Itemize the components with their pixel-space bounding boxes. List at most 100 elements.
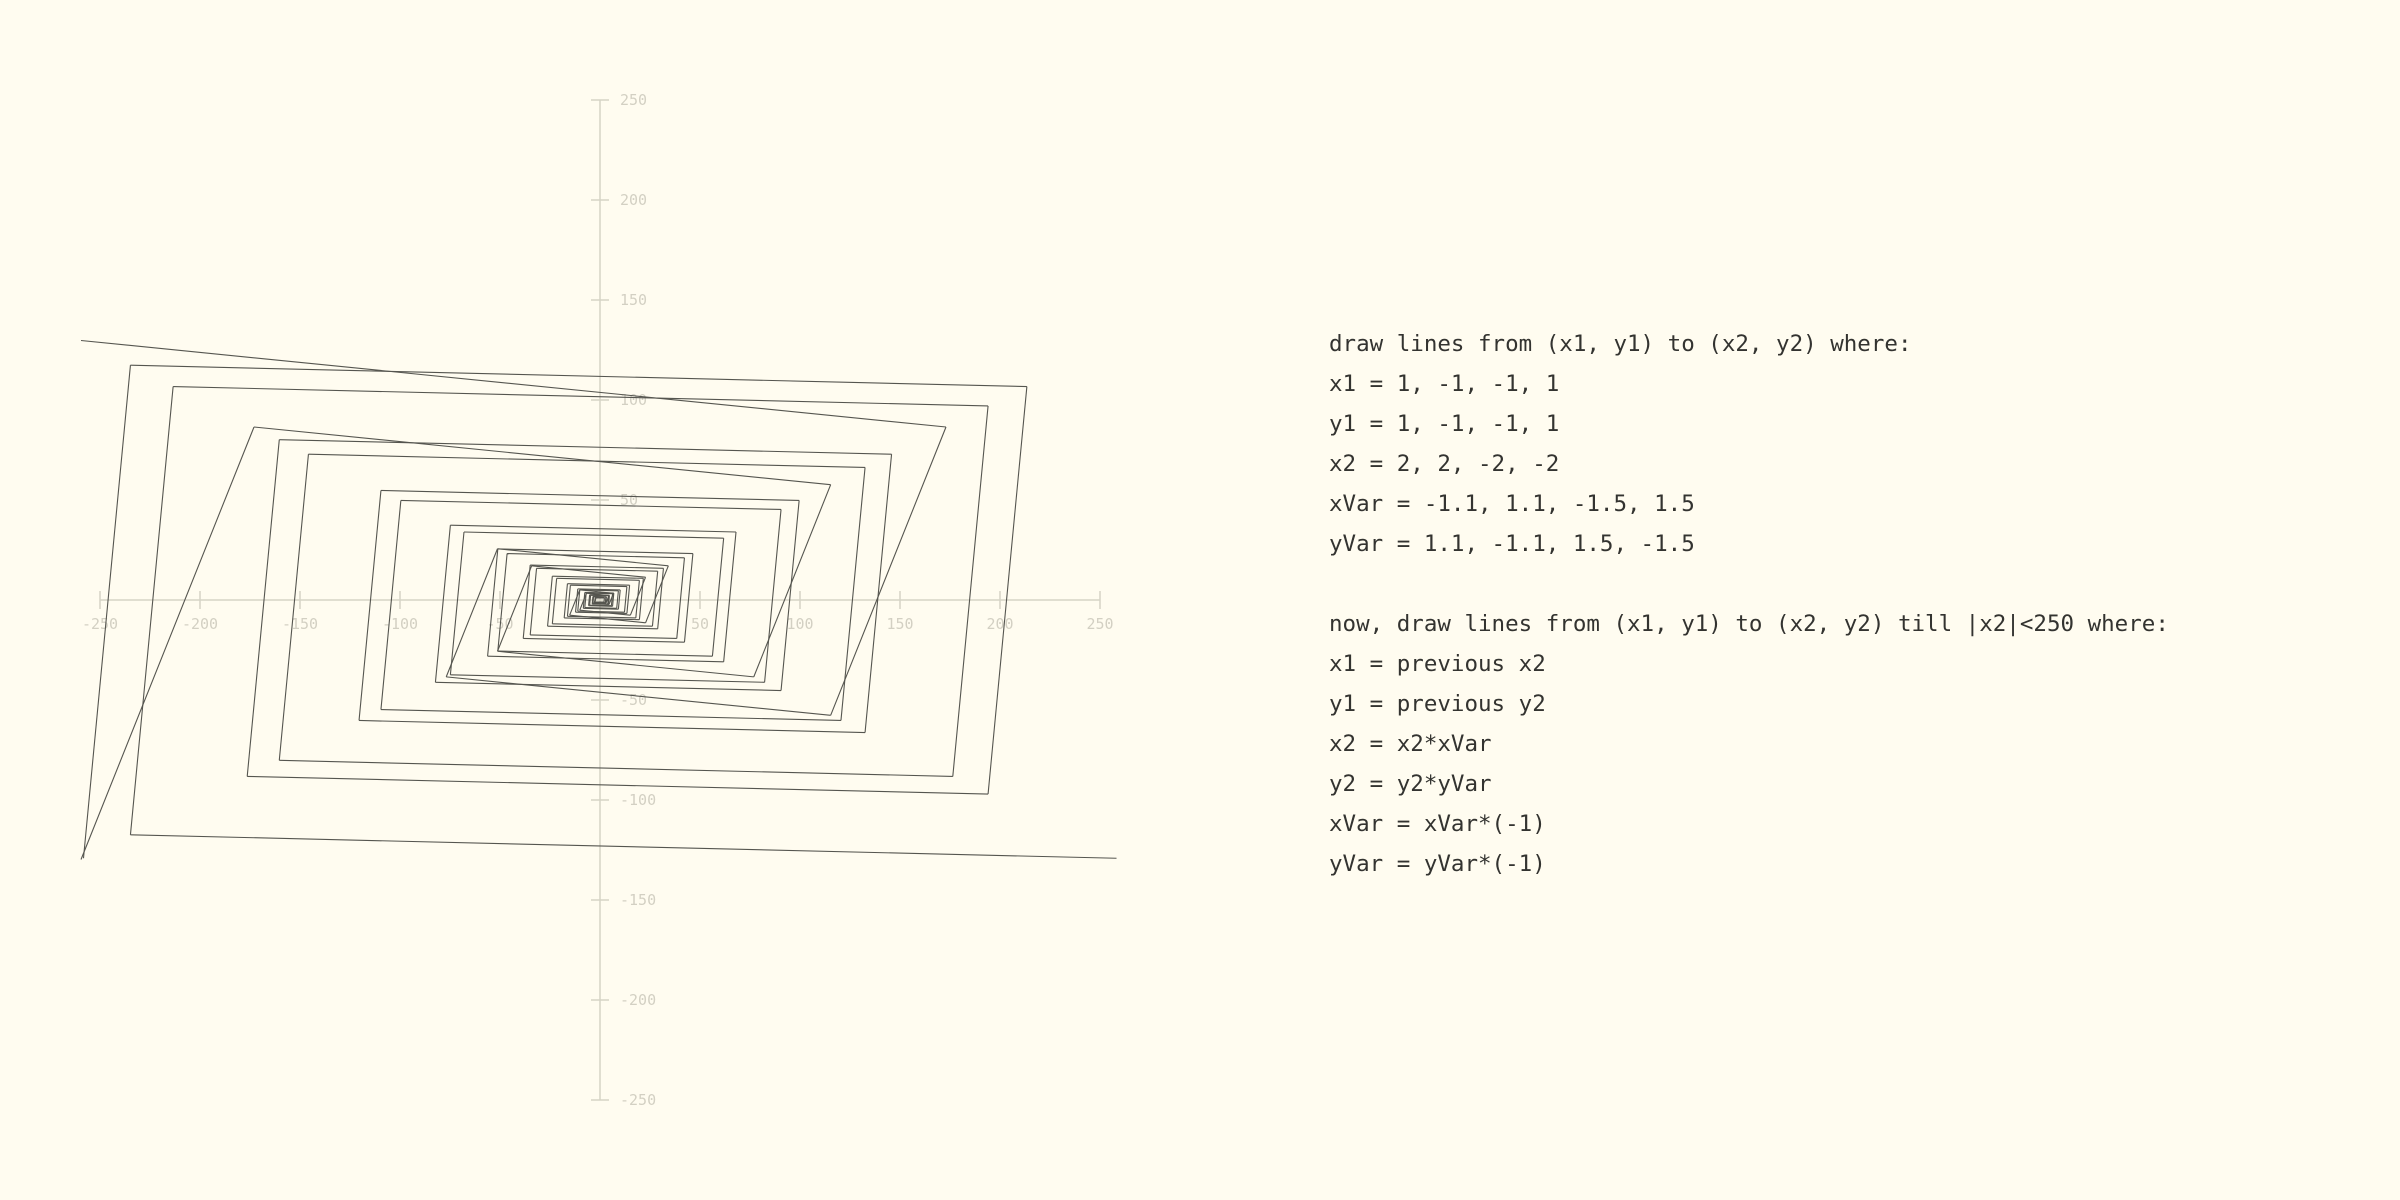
loop-xvar: xVar = xVar*(-1)	[1329, 811, 1546, 837]
spiral-segment	[380, 500, 402, 710]
spiral-segment	[497, 650, 713, 657]
spiral-segment	[130, 364, 1027, 388]
spiral-segment	[80, 426, 255, 860]
spiral-segment	[497, 548, 669, 567]
init-y1: y1 = 1, -1, -1, 1	[1329, 411, 1560, 437]
y-tick-label: 250	[620, 91, 647, 109]
spiral-segment	[445, 548, 498, 678]
x-tick-label: -150	[282, 615, 318, 633]
spiral-segment	[591, 596, 594, 604]
y-tick-label: 200	[620, 191, 647, 209]
spiral-segment	[129, 386, 174, 835]
x-tick-label: -100	[382, 615, 418, 633]
spiral-segment	[359, 719, 866, 734]
spiral-segment	[563, 583, 568, 618]
spiral-segment	[588, 605, 613, 607]
spiral-segment	[570, 584, 627, 588]
spiral-segment	[82, 365, 131, 859]
spiral-segment	[530, 634, 677, 639]
spiral-segment	[764, 509, 782, 683]
spiral-segment	[608, 593, 615, 605]
spiral-segment	[711, 538, 725, 657]
spiral-segment	[753, 484, 832, 678]
spiral-segment	[987, 386, 1028, 795]
spiral-segment	[497, 553, 508, 652]
spiral-segment	[586, 592, 610, 597]
loop-y2: y2 = y2*yVar	[1329, 771, 1492, 797]
algorithm-description: draw lines from (x1, y1) to (x2, y2) whe…	[1329, 324, 2379, 884]
spiral-segment	[529, 568, 538, 635]
spiral-segment	[449, 531, 465, 675]
spiral-segment	[583, 607, 619, 610]
spiral-segment	[617, 589, 621, 610]
spiral-segment	[434, 525, 451, 683]
spiral-segment	[547, 576, 553, 627]
spiral-segment	[683, 553, 694, 643]
spiral-segment	[279, 759, 953, 777]
spiral-segment	[593, 602, 610, 606]
y-tick-label: -100	[620, 791, 656, 809]
spiral-plot: -250 -200 -150 -100 -50 50 100 150 200 250 250 200 1…	[80, 91, 1117, 1109]
spiral-segment	[780, 500, 800, 691]
spiral-segment	[380, 708, 841, 722]
init-x2: x2 = 2, 2, -2, -2	[1329, 451, 1560, 477]
spiral-segment	[579, 609, 631, 616]
spiral-segment	[577, 610, 625, 613]
spiral-segment	[497, 650, 754, 678]
y-tick-label: 50	[620, 491, 638, 509]
spiral-segment	[556, 577, 640, 581]
spiral-segment	[507, 552, 685, 559]
spiral-segment	[840, 467, 866, 721]
y-tick-label: -50	[620, 691, 647, 709]
spiral-segment	[569, 614, 646, 624]
spiral-segment	[629, 577, 647, 616]
y-tick-label: 100	[620, 391, 647, 409]
spiral-segment	[626, 585, 631, 614]
spiral-segment	[645, 565, 669, 623]
spiral-segment	[531, 565, 646, 578]
x-tick-label: 50	[691, 615, 709, 633]
spiral-segment	[308, 453, 866, 469]
y-tick-label: 150	[620, 291, 647, 309]
description-spacer	[1329, 564, 2379, 604]
spiral-segment	[579, 589, 614, 594]
spiral-segment	[595, 601, 607, 604]
loop-x2: x2 = x2*xVar	[1329, 731, 1492, 757]
loop-y1: y1 = previous y2	[1329, 691, 1546, 717]
spiral-segment	[450, 524, 737, 533]
spiral-segment	[566, 585, 571, 617]
x-tick-label: 200	[986, 615, 1013, 633]
spiral-segment	[569, 589, 581, 616]
spiral-segment	[497, 548, 693, 555]
x-tick-label: -250	[82, 615, 118, 633]
spiral-segment	[830, 426, 947, 716]
init-yvar: yVar = 1.1, -1.1, 1.5, -1.5	[1329, 531, 1695, 557]
spiral-segment	[522, 565, 531, 639]
x-tick-label: 150	[886, 615, 913, 633]
x-tick-label: -200	[182, 615, 218, 633]
spiral-segment	[577, 589, 581, 612]
spiral-segment	[579, 593, 588, 611]
y-tick-label: -150	[620, 891, 656, 909]
spiral-segment	[608, 595, 610, 605]
spiral-segment	[463, 531, 724, 539]
spiral-segment	[623, 586, 628, 613]
spiral-segment	[952, 405, 989, 777]
spiral-segment	[358, 490, 382, 721]
description-intro: draw lines from (x1, y1) to (x2, y2) whe…	[1329, 331, 1912, 357]
loop-yvar: yVar = yVar*(-1)	[1329, 851, 1546, 877]
spiral-segment	[593, 597, 597, 604]
spiral-segment	[574, 588, 579, 613]
loop-intro: now, draw lines from (x1, y1) to (x2, y2…	[1329, 611, 2169, 637]
spiral-segment	[589, 595, 592, 606]
spiral-segment	[584, 607, 617, 609]
spiral-segment	[605, 595, 610, 604]
spiral-segment	[380, 489, 800, 501]
spiral-segment	[253, 426, 831, 486]
spiral-segment	[676, 557, 686, 639]
x-tick-label: 250	[1086, 615, 1113, 633]
spiral-segment	[487, 548, 499, 657]
x-tick-label: 100	[786, 615, 813, 633]
spiral-segment	[530, 564, 664, 569]
spiral-segment	[577, 588, 621, 591]
